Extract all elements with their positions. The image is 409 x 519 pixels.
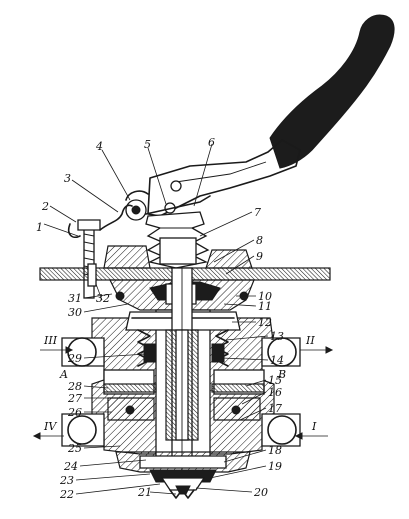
label-part-25: 25 <box>67 442 82 455</box>
lever-pivot-pin <box>170 180 182 192</box>
label-part-27: 27 <box>67 392 82 405</box>
port-labels: III II I IV A B <box>43 334 317 433</box>
label-part-14: 14 <box>270 354 284 367</box>
label-part-19: 19 <box>268 460 282 473</box>
central-stem <box>165 267 199 470</box>
part-labels: 1 2 3 4 5 6 7 8 9 10 11 12 13 14 15 16 1… <box>36 136 284 501</box>
label-part-17: 17 <box>268 402 282 415</box>
label-part-26: 26 <box>67 406 82 419</box>
rubber-boot <box>145 211 210 269</box>
label-port-I: I <box>311 420 317 433</box>
label-part-32: 32 <box>96 292 110 305</box>
label-part-18: 18 <box>268 444 282 457</box>
label-part-9: 9 <box>256 250 263 263</box>
label-part-16: 16 <box>268 386 282 399</box>
label-part-8: 8 <box>256 234 263 247</box>
label-part-7: 7 <box>254 206 261 219</box>
label-part-29: 29 <box>67 352 82 365</box>
return-spring <box>99 204 133 231</box>
label-part-1: 1 <box>36 221 43 234</box>
flow-arrows <box>32 346 334 440</box>
label-port-IV: IV <box>43 420 57 433</box>
label-part-12: 12 <box>258 316 272 329</box>
label-part-21: 21 <box>137 486 152 499</box>
label-part-22: 22 <box>59 488 74 501</box>
label-part-24: 24 <box>63 460 78 473</box>
label-port-III: III <box>43 334 58 347</box>
label-part-23: 23 <box>59 474 74 487</box>
label-part-10: 10 <box>258 290 272 303</box>
adjusting-bolt <box>67 219 101 299</box>
label-part-13: 13 <box>270 330 284 343</box>
label-part-11: 11 <box>258 300 272 313</box>
label-part-15: 15 <box>268 374 282 387</box>
label-part-31: 31 <box>68 292 82 305</box>
label-part-2: 2 <box>41 200 49 213</box>
label-part-6: 6 <box>208 136 215 149</box>
label-port-II: II <box>305 334 315 347</box>
lower-valve <box>115 451 251 499</box>
label-part-4: 4 <box>95 140 103 153</box>
label-cavity-B: B <box>277 368 286 381</box>
label-part-28: 28 <box>67 380 82 393</box>
label-part-30: 30 <box>68 306 82 319</box>
label-part-20: 20 <box>253 486 268 499</box>
label-part-5: 5 <box>144 138 151 151</box>
pedal-lever <box>147 14 395 217</box>
label-part-3: 3 <box>64 172 71 185</box>
leader-lines <box>43 143 269 495</box>
label-cavity-A: A <box>59 368 68 381</box>
